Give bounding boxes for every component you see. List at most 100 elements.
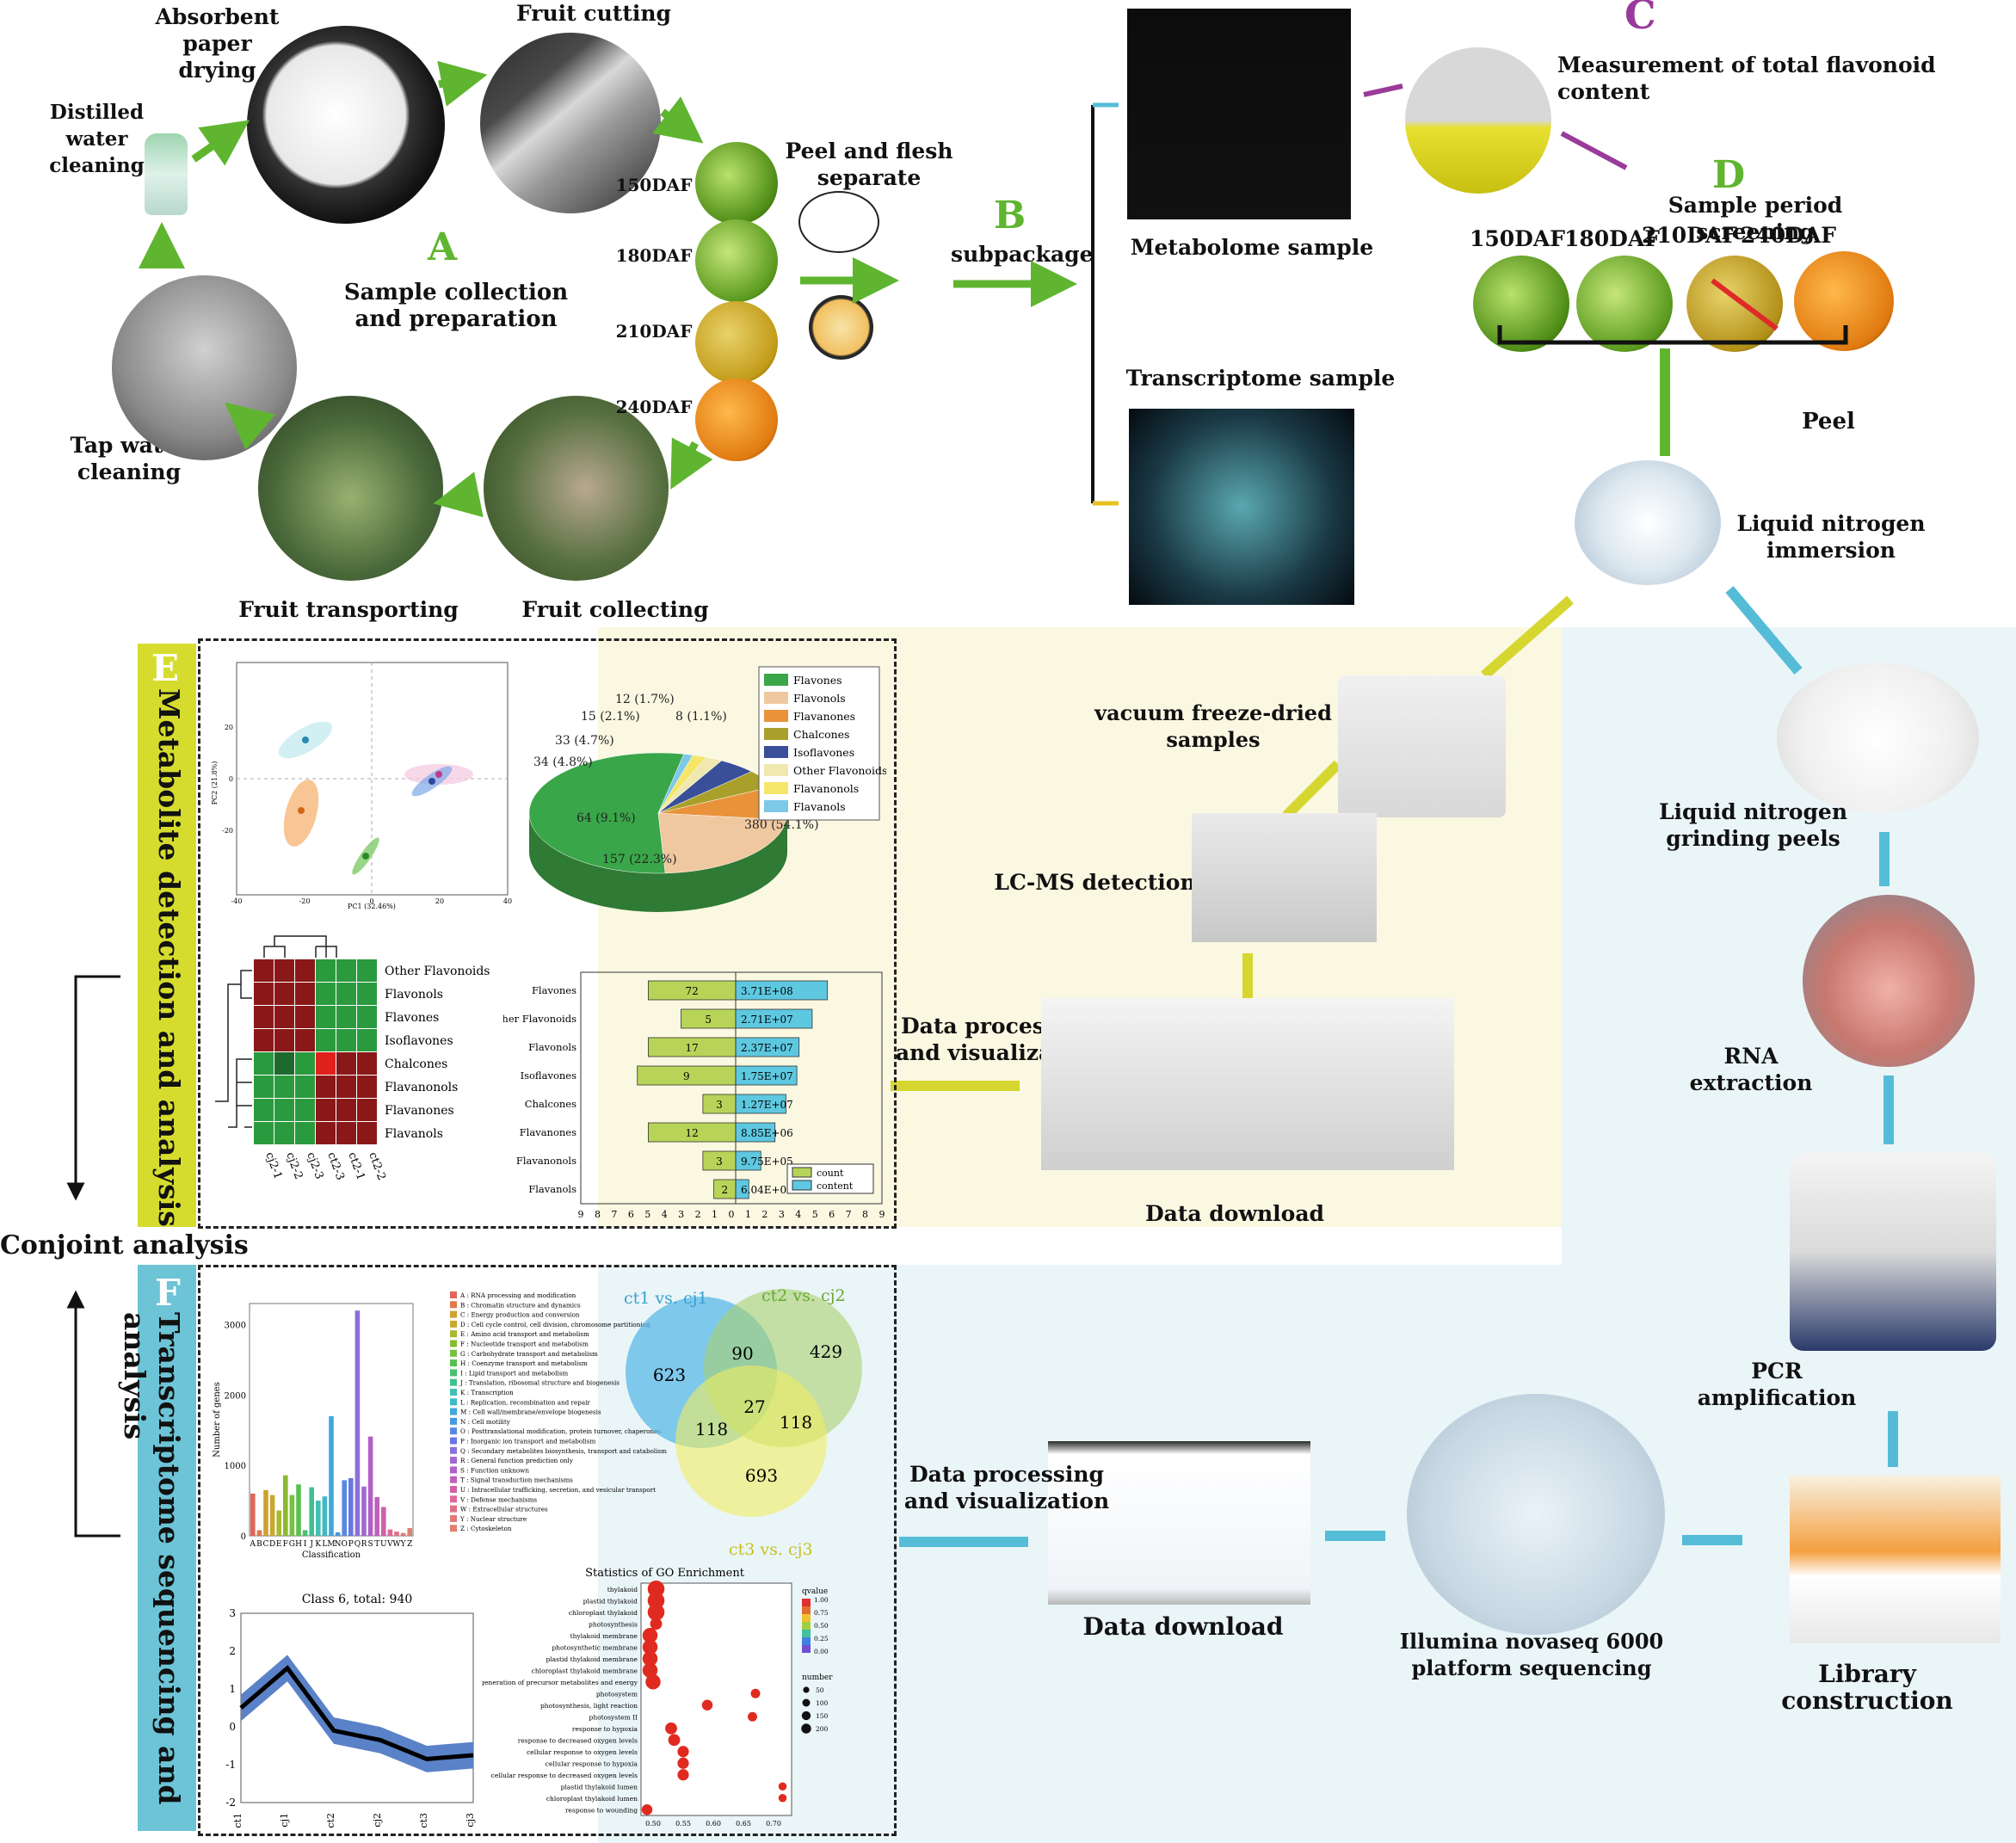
cutting-label: Fruit cutting [515,1,672,26]
cog-category-label: K [315,1540,321,1549]
heatmap-col-label: ct2-3 [324,1150,347,1182]
heatmap-cell [274,1076,294,1098]
pca-xtick: 20 [435,897,444,905]
nitrogen-immersion-label: Liquid nitrogen immersion [1736,511,1926,563]
heatmap-cell [274,1029,294,1051]
heatmap-cell [274,1122,294,1144]
pie-legend-label: Flavones [793,674,842,687]
panel-f-frame [198,1265,897,1836]
distilled-label: Distilled water cleaning [49,101,145,177]
cog-legend-label: J : Translation, ribosomal structure and… [459,1379,620,1387]
bar-e-tick: 2 [761,1209,768,1217]
heatmap-row-label: Isoflavones [385,1034,453,1048]
cog-category-label: B [256,1540,262,1549]
bar-e-count-label: 5 [705,1014,712,1026]
lcms-label: LC-MS detection [994,870,1196,895]
cog-legend-swatch [450,1389,457,1396]
trend-ytick: 1 [229,1683,236,1695]
go-bubble [647,1592,665,1610]
go-bubble [778,1782,787,1791]
pca-xtick: -40 [231,897,243,905]
bar-e-frame [580,971,883,1205]
cog-legend-swatch [450,1525,457,1532]
conjoint-analysis-label: Conjoint analysis [0,1230,249,1261]
pca-xlabel: PC1 (32.46%) [348,903,396,910]
go-term-label: cellular response to hypoxia [546,1760,638,1767]
pie-legend-swatch [764,674,788,686]
go-xtick: 0.50 [645,1820,661,1828]
cog-category-label: N [335,1540,342,1549]
go-bubble [647,1603,665,1621]
bar-e-category-label: Flavonols [528,1041,576,1053]
go-bubble [642,1662,658,1678]
bottle-photo [145,133,188,215]
go-term-label: thylakoid [607,1586,638,1593]
cog-bar [256,1530,262,1536]
heatmap-cell [254,983,274,1005]
venn-set-3 [675,1365,827,1517]
trend-mean-line [239,1665,474,1761]
panel-c-letter: C [1625,0,1656,38]
cog-legend-swatch [450,1457,457,1464]
go-bubble [647,1580,665,1598]
cog-legend-label: A : RNA processing and modification [459,1291,576,1299]
trend-xtick: cj2 [372,1813,383,1828]
cog-category-label: D [269,1540,275,1549]
go-number-dot [803,1686,810,1693]
pie-slice [657,812,787,874]
bar-e-category-label: Flavanols [528,1183,576,1195]
heatmap-cell [336,1076,356,1098]
heatmap-cell [316,1122,336,1144]
heatmap-cell [316,983,336,1005]
cog-legend-swatch [450,1301,457,1309]
cog-category-label: C [263,1540,269,1549]
cog-legend-swatch [450,1486,457,1493]
panel-e-frame [198,638,897,1229]
venn-set-2-label: ct2 vs. cj2 [761,1286,846,1305]
cog-bar [354,1310,361,1536]
heatmap-cell [336,983,356,1005]
go-qvalue-color [802,1599,811,1606]
peel-label: Peel [1802,409,1855,435]
pca-xtick: -20 [299,897,311,905]
venn-count: 429 [810,1341,842,1362]
trend-ytick: 3 [229,1607,236,1619]
bar-e-category-label: Flavones [532,984,576,996]
trend-xtick: cj1 [279,1813,290,1828]
pca-xtick: 0 [369,897,373,905]
go-bubble [677,1769,689,1781]
bar-e-category-label: Chalcones [525,1098,576,1110]
panel-b-letter: B [994,194,1026,237]
panel-e-letter: E [151,647,180,689]
bar-e-tick: 5 [644,1209,650,1217]
heatmap-cell [254,959,274,982]
go-title: Statistics of GO Enrichment [585,1567,745,1580]
bar-e-tick: 2 [695,1209,701,1217]
cog-legend-label: P : Inorganic ion transport and metaboli… [460,1438,595,1445]
cog-legend-swatch [450,1320,457,1328]
heatmap-row-label: Flavones [385,1011,439,1025]
bar-e-tick: 1 [712,1209,718,1217]
heatmap-col-label: cj2-2 [283,1150,305,1180]
bar-e-category-label: Flavanonols [516,1155,576,1167]
cog-legend-label: R : General function prediction only [460,1457,574,1464]
d-stage-150-label: 150DAF [1470,226,1566,251]
e-download-label: Data download [1144,1201,1325,1226]
cog-legend-label: W : Extracellular structures [460,1506,548,1513]
go-bubble [778,1794,787,1803]
bar-e-count-label: 72 [686,985,699,997]
pie-legend-label: Flavanonols [793,782,859,795]
go-term-label: cellular response to oxygen levels [527,1748,638,1756]
cog-category-label: W [392,1540,401,1549]
heatmap-cell [357,959,377,982]
bar-e-tick: 3 [779,1209,785,1217]
bar-e-content-label: 2.71E+07 [741,1014,793,1026]
go-qvalue-tick: 0.25 [814,1635,829,1643]
go-term-label: plastid thylakoid membrane [546,1655,638,1663]
cog-category-label: J [309,1540,313,1549]
cog-category-label: R [361,1540,367,1549]
go-term-label: response to wounding [565,1806,638,1814]
go-number-tick: 200 [816,1725,829,1733]
pie-legend-label: Isoflavones [793,746,854,759]
